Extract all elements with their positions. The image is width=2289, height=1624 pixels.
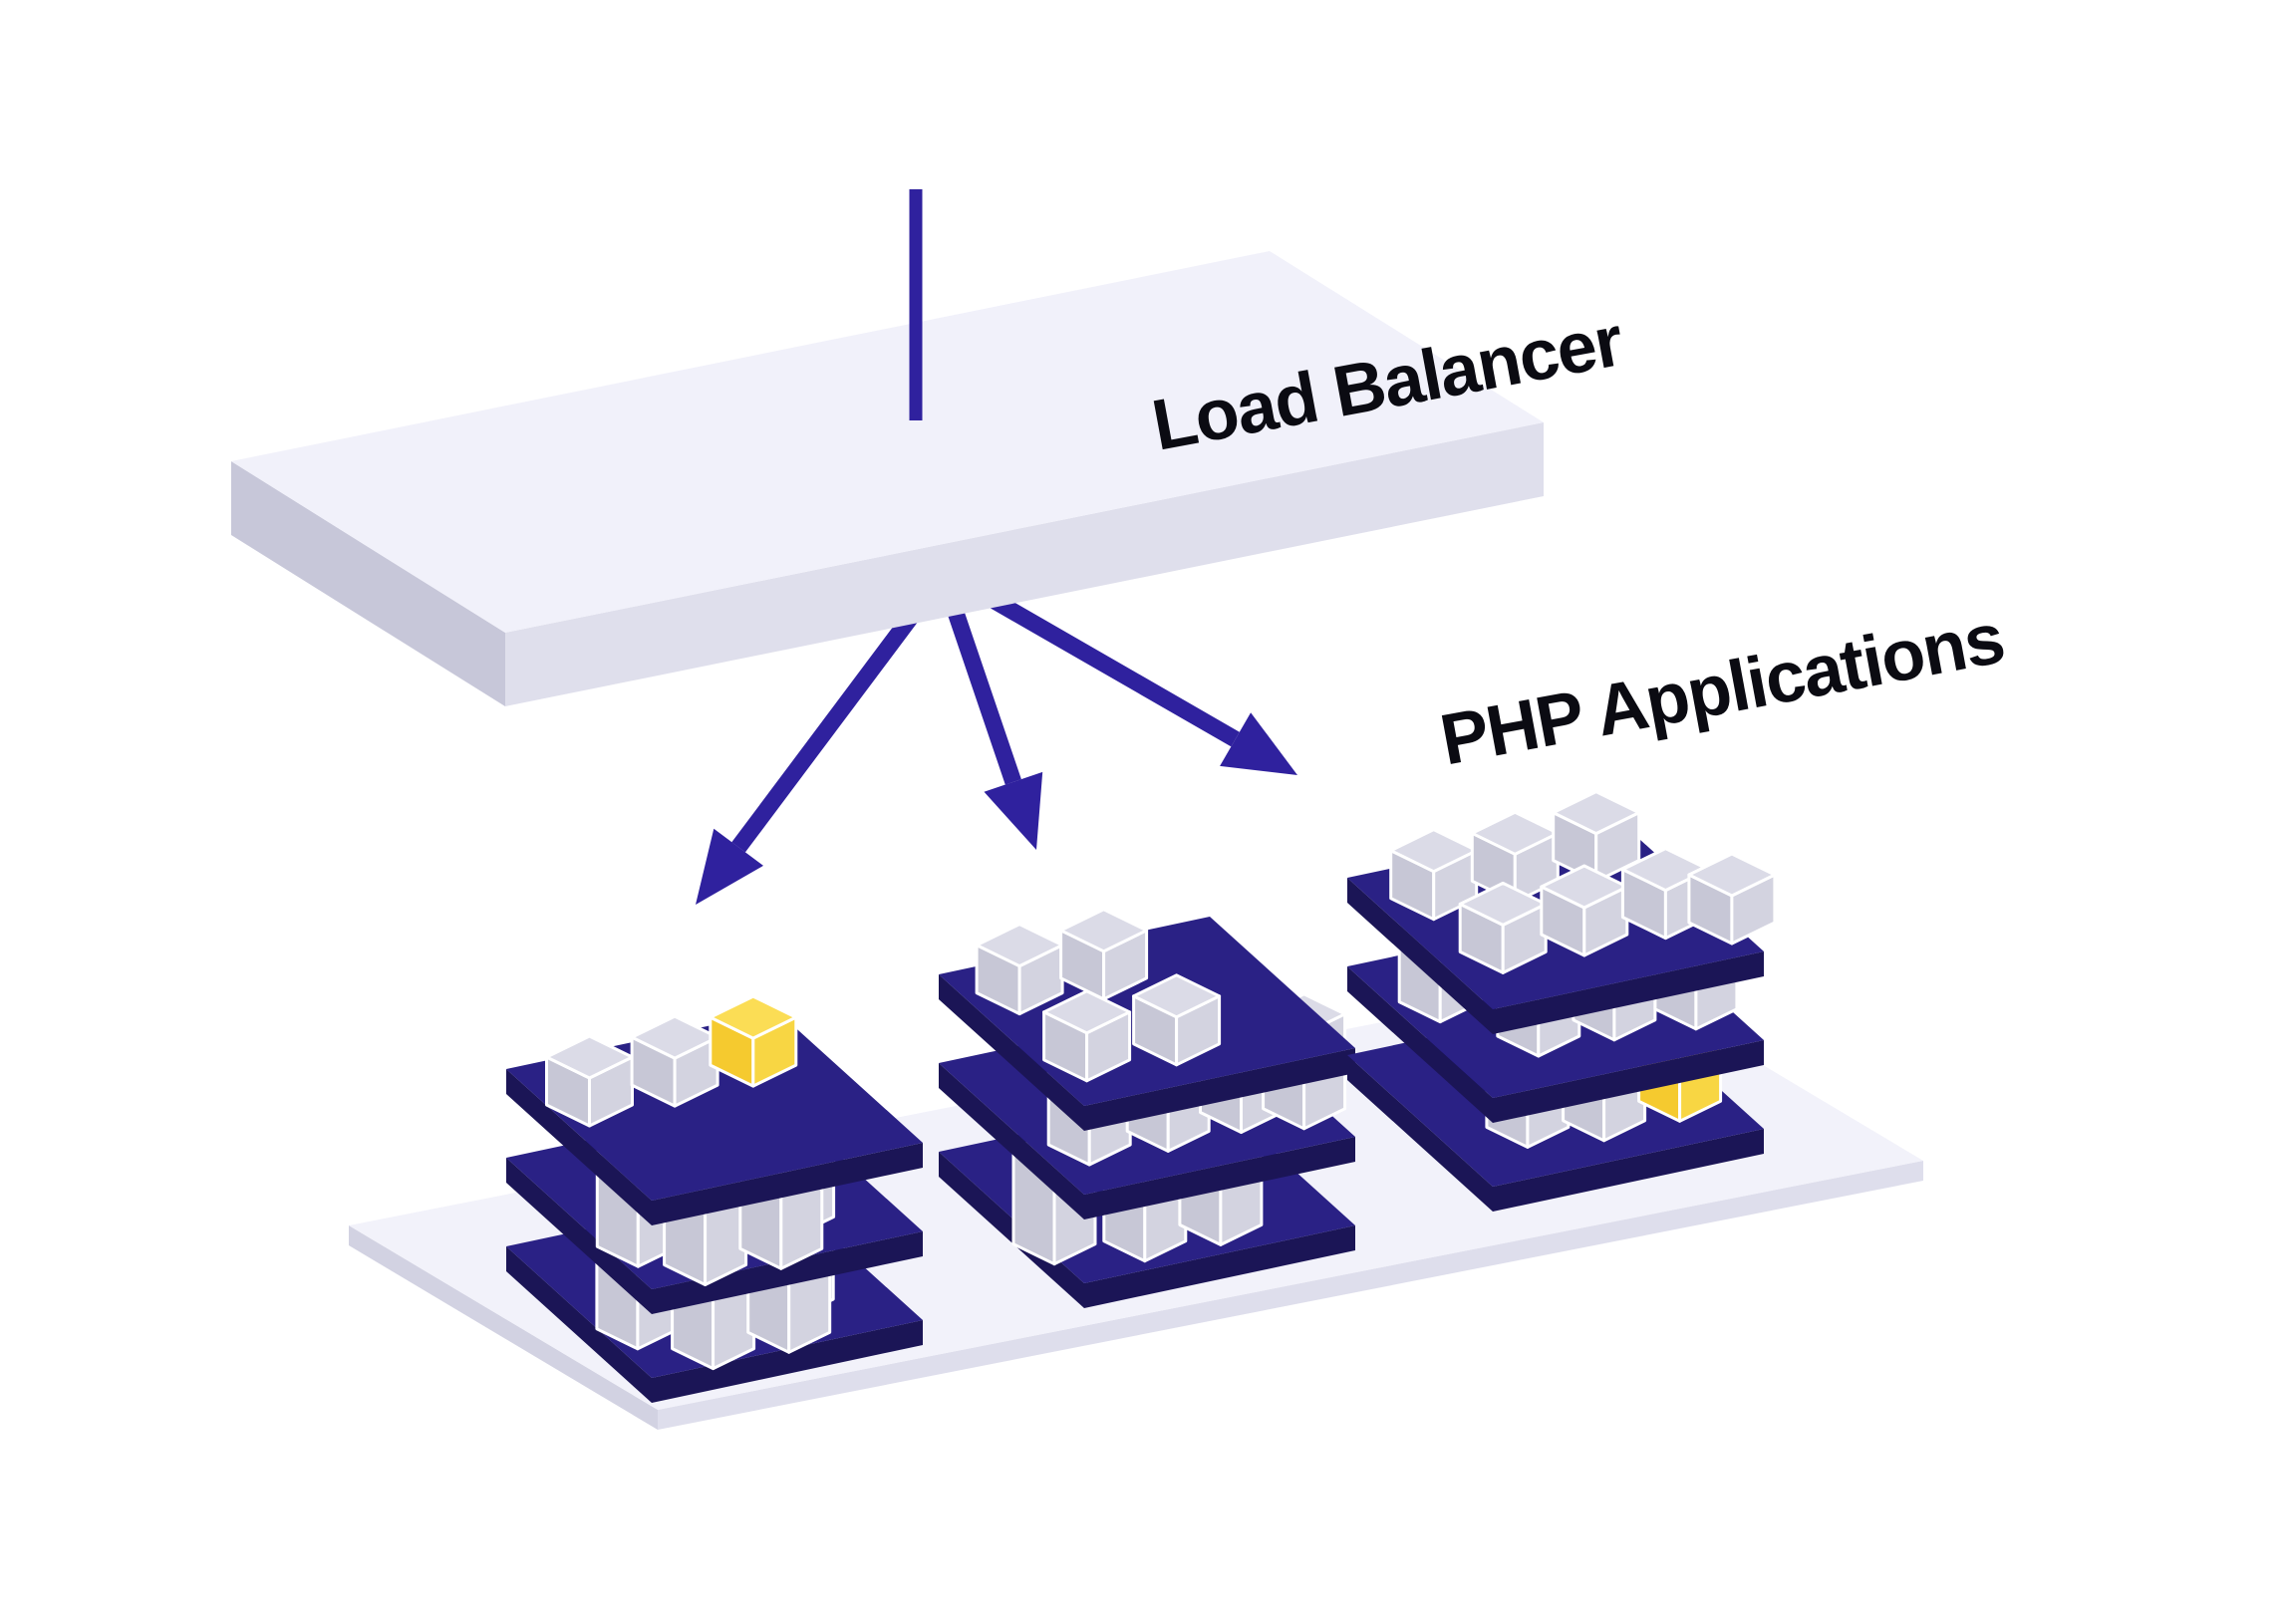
platter-middle-left-face — [1347, 966, 1493, 1123]
load-balancer-slab — [231, 251, 1544, 706]
platter-bottom-front-face — [652, 1320, 923, 1403]
platter-middle-front-face — [652, 1231, 923, 1314]
app-cube-yellow-3-top-face — [709, 994, 798, 1040]
arrow-head — [696, 828, 763, 905]
traffic-arrow-2 — [941, 589, 1043, 850]
arrow-shaft — [941, 589, 1021, 785]
php-app-stack-2 — [939, 908, 1355, 1308]
platter-top-left-face — [939, 974, 1084, 1131]
app-cube-3-top-face — [1552, 790, 1641, 836]
platter-bottom-left-face — [506, 1246, 652, 1403]
app-cube-2-top-face — [1059, 908, 1149, 953]
traffic-arrow-1 — [696, 590, 934, 905]
php-app-stack-3 — [1347, 790, 1777, 1212]
arrow-head — [984, 771, 1043, 850]
platter-middle-front-face — [1084, 1137, 1355, 1219]
arrow-shaft — [731, 590, 934, 853]
load-balancer-slab-left-face — [231, 461, 505, 706]
base-platform-left-face — [349, 1225, 658, 1430]
platter-top-left-face — [506, 1069, 652, 1225]
inbound-traffic-line — [909, 189, 923, 420]
base-platform-front-face — [658, 1161, 1923, 1430]
platter-middle-left-face — [506, 1158, 652, 1314]
app-cube-7-top-face — [1687, 852, 1777, 898]
platter-top-front-face — [1493, 951, 1764, 1034]
platter-bottom-front-face — [1084, 1225, 1355, 1308]
traffic-arrow-3 — [964, 578, 1297, 775]
platter-middle-front-face — [1493, 1040, 1764, 1123]
platter-bottom-left-face — [1347, 1055, 1493, 1212]
app-cube-3-top-face — [1042, 989, 1132, 1035]
load-balancer-slab-front-face — [505, 422, 1544, 706]
arrow-head — [1220, 712, 1297, 775]
php-app-stack-1 — [506, 994, 923, 1403]
platter-bottom-front-face — [1493, 1129, 1764, 1212]
platter-bottom-left-face — [939, 1152, 1084, 1308]
app-cube-4-top-face — [1132, 973, 1222, 1019]
platter-middle-left-face — [939, 1063, 1084, 1219]
platter-top-front-face — [1084, 1048, 1355, 1131]
platter-top-left-face — [1347, 878, 1493, 1034]
platter-top-front-face — [652, 1143, 923, 1225]
load-balancer-slab-top-face — [231, 251, 1544, 633]
arrow-shaft — [964, 578, 1240, 747]
inbound-traffic-line-shape — [909, 189, 923, 420]
